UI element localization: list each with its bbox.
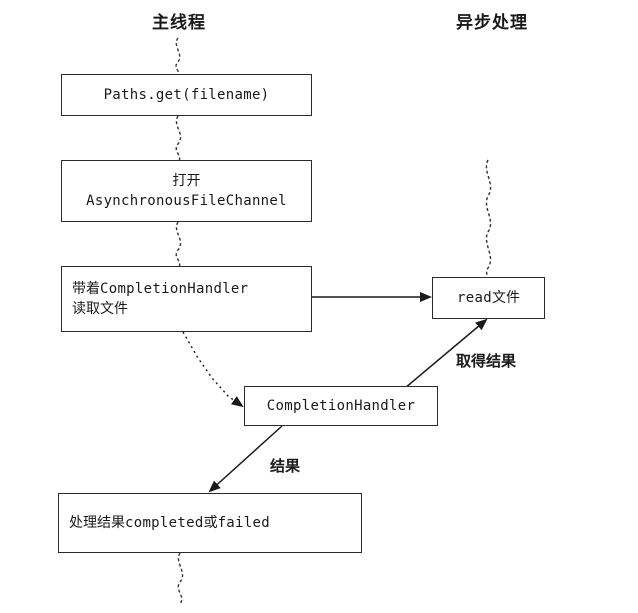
paths-get-code: Paths.get(filename) — [103, 87, 270, 103]
read-file-code: read — [457, 290, 492, 306]
main-thread-wavy-line-4 — [177, 552, 184, 605]
read-file-box: read文件 — [432, 277, 545, 319]
process-result-box: 处理结果completed或failed — [58, 493, 362, 553]
open-channel-code: AsynchronousFileChannel — [86, 193, 287, 209]
completion-handler-code: CompletionHandler — [266, 398, 416, 414]
process-result-completed: completed — [125, 515, 204, 531]
get-result-label: 取得结果 — [456, 352, 517, 370]
paths-get-box: Paths.get(filename) — [61, 74, 312, 116]
process-result-or: 或 — [203, 515, 218, 531]
async-processing-header: 异步处理 — [456, 13, 528, 33]
read-with-handler-box: 带着CompletionHandler 读取文件 — [61, 266, 312, 332]
main-thread-wavy-line-3 — [175, 221, 182, 269]
read-with-handler-code: CompletionHandler — [100, 281, 249, 297]
read-with-handler-prefix: 带着 — [72, 281, 100, 297]
arrow-result — [208, 425, 283, 493]
result-label: 结果 — [270, 457, 301, 475]
async-thread-wavy-line — [485, 159, 492, 281]
dotted-arrow-to-completion-handler — [182, 331, 244, 408]
open-channel-label: 打开 — [172, 173, 201, 189]
read-file-suffix: 文件 — [491, 290, 520, 306]
main-thread-wavy-line-2 — [175, 115, 182, 163]
arrow-get-result — [404, 318, 488, 389]
process-result-prefix: 处理结果 — [69, 515, 125, 531]
main-thread-wavy-line-1 — [175, 37, 181, 77]
completion-handler-box: CompletionHandler — [244, 386, 438, 426]
process-result-failed: failed — [217, 515, 270, 531]
read-with-handler-line2: 读取文件 — [72, 301, 128, 317]
open-channel-box: 打开 AsynchronousFileChannel — [61, 160, 312, 222]
main-thread-header: 主线程 — [152, 13, 206, 33]
